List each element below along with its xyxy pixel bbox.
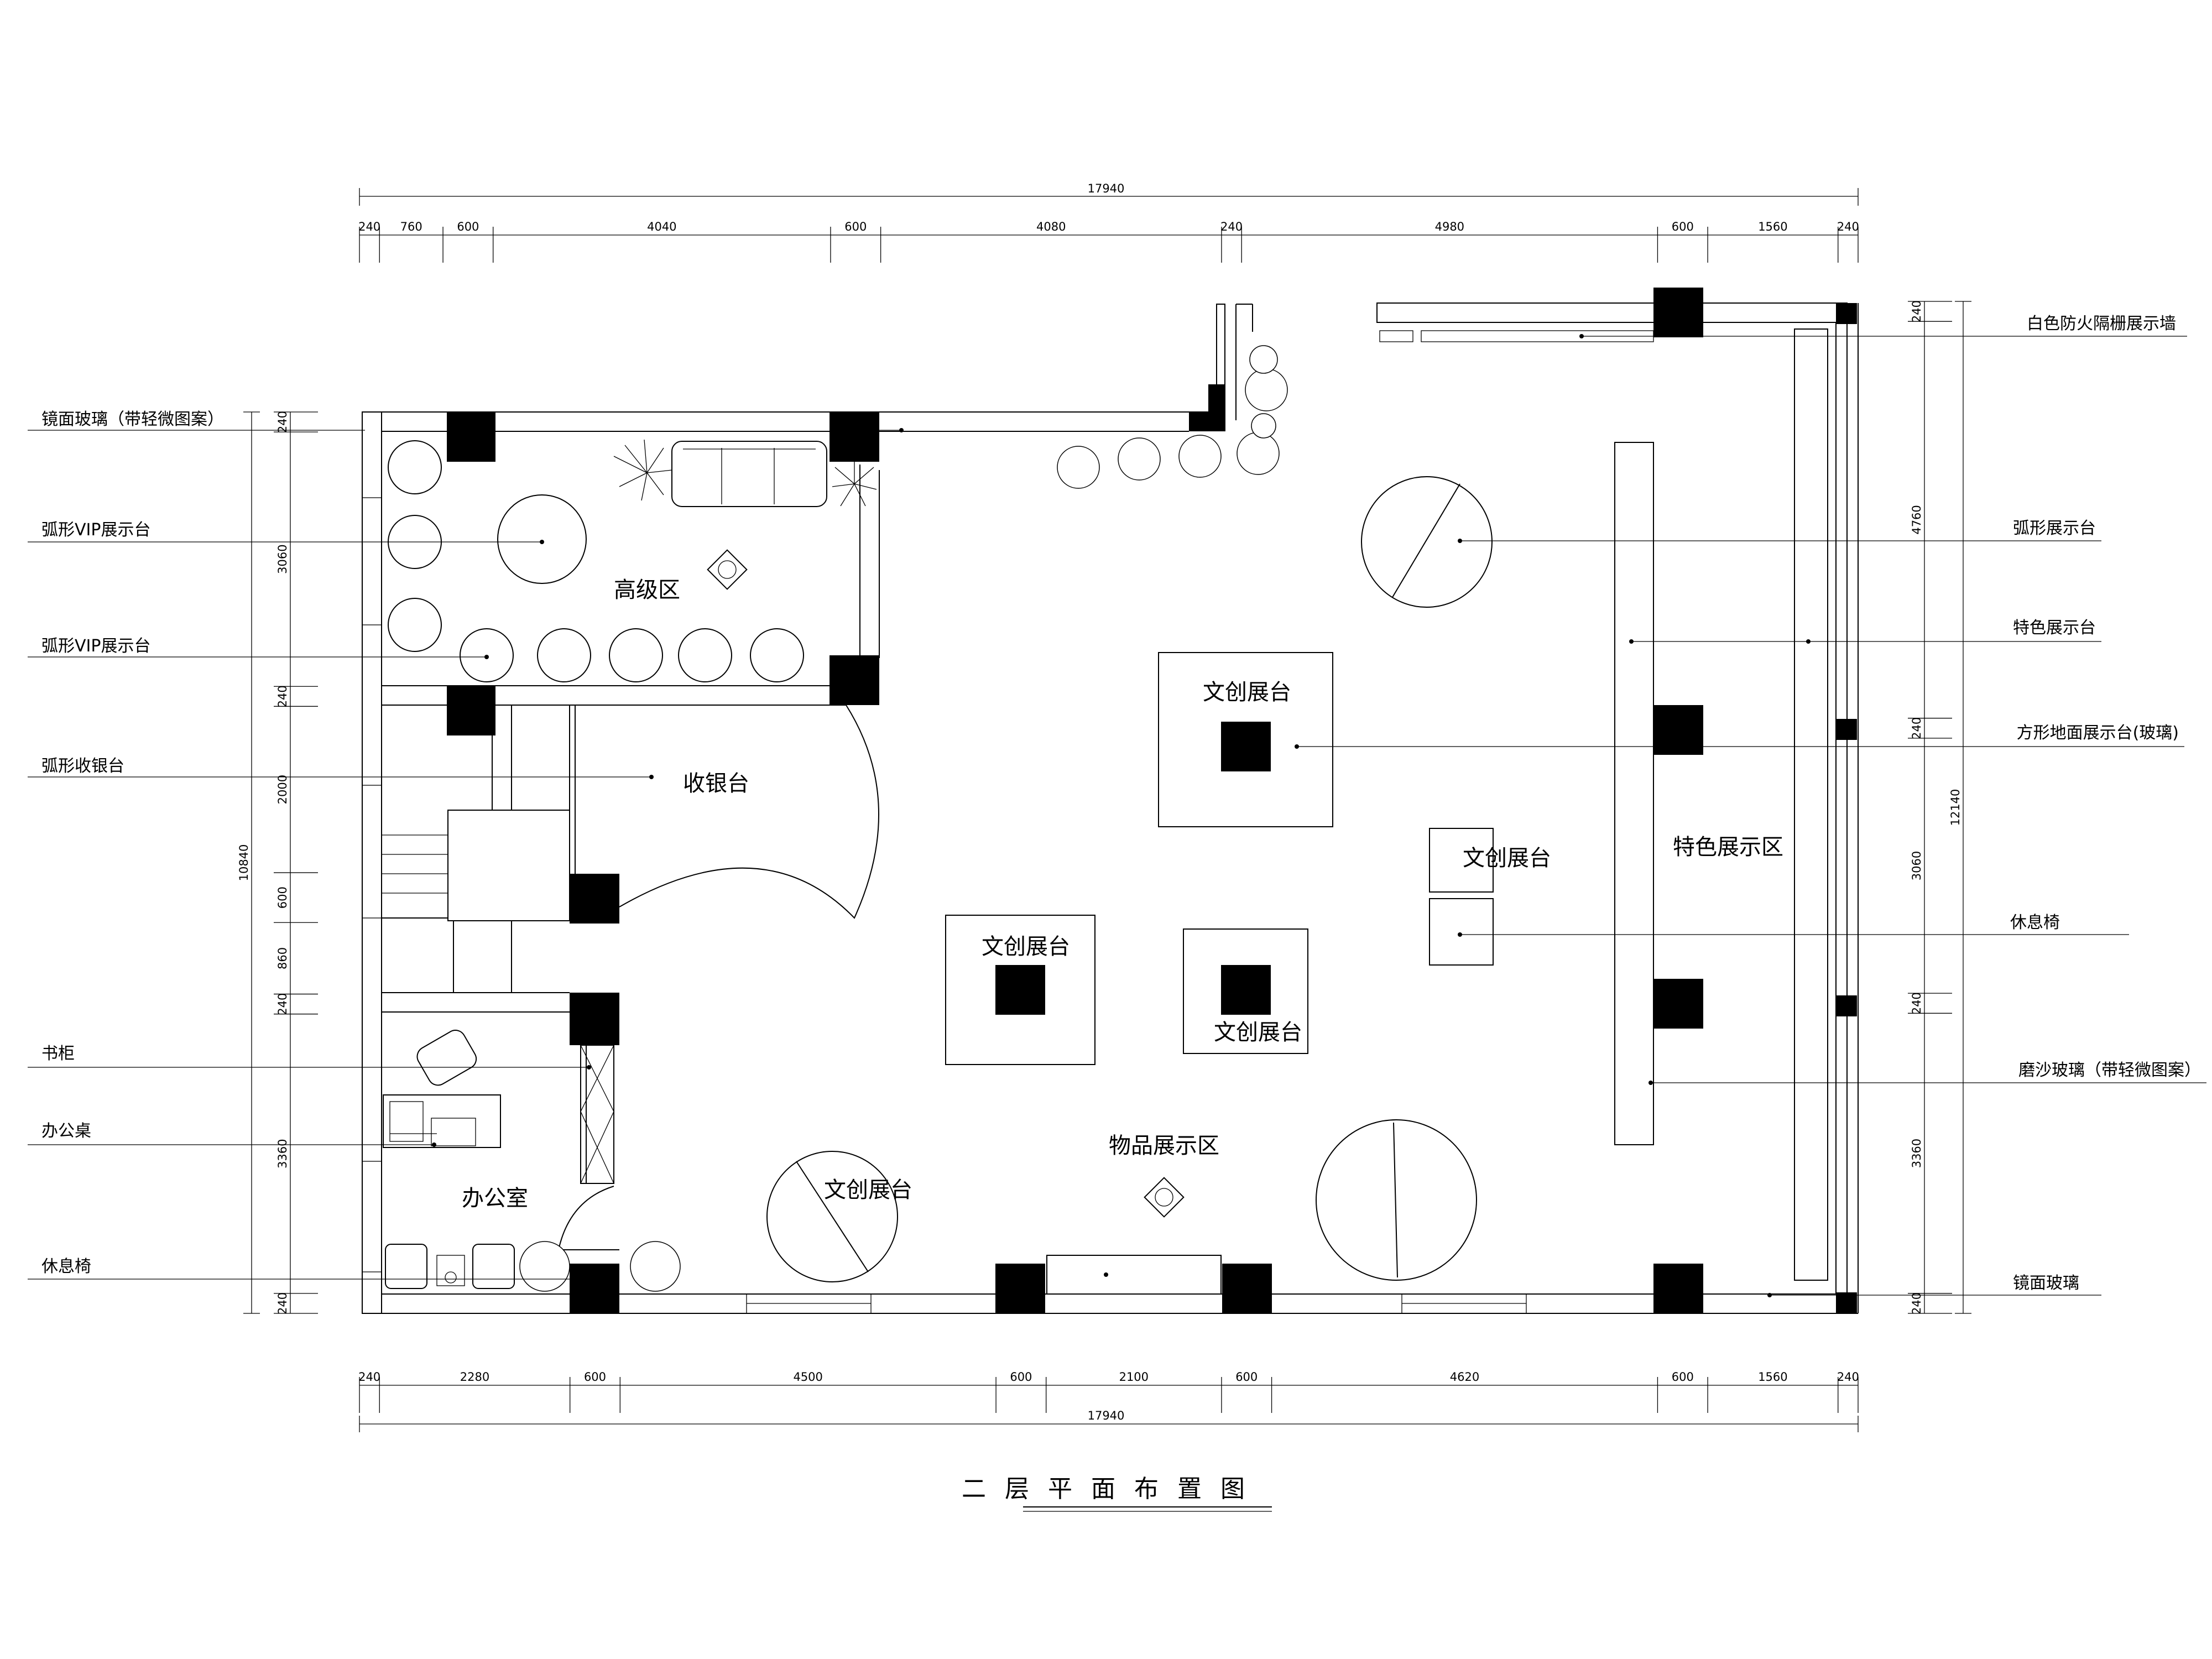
dim-right-overall: 12140 [1949, 789, 1962, 826]
dim-top-segment-label: 240 [1837, 220, 1859, 233]
bottom-dimensions: 240 2280 600 4500 600 2100 600 4620 600 1560 240 1… [358, 1370, 1859, 1432]
walls [362, 302, 1859, 1314]
callout-rest-chair-left: 休息椅 [41, 1257, 91, 1276]
dim-top-segment-label: 600 [844, 220, 867, 233]
dim-bottom-segment-label: 600 [1235, 1370, 1258, 1384]
premium-zone-furniture [388, 439, 877, 682]
callout-office-desk: 办公桌 [41, 1121, 91, 1141]
dim-left-segment-label: 860 [276, 947, 289, 969]
room-labels: 高级区 收银台 办公室 物品展示区 特色展示区 文创展台 文创展台 文创展台 文… [462, 577, 1783, 1211]
main-floor-displays [766, 442, 1654, 1295]
callout-feature-display: 特色展示台 [2013, 618, 2096, 638]
dim-right-segment-label: 3060 [1910, 851, 1923, 880]
room-feature-display-zone: 特色展示区 [1673, 834, 1783, 860]
creative-stand-label: 文创展台 [1203, 680, 1291, 705]
dim-bottom-segment-label: 600 [584, 1370, 606, 1384]
callout-arc-display: 弧形展示台 [2013, 519, 2096, 538]
drawing-title: 二 层 平 面 布 置 图 [962, 1475, 1272, 1512]
dim-right-segment-label: 240 [1910, 300, 1923, 322]
office-furniture [383, 1030, 515, 1289]
dim-top-segment-label: 600 [1672, 220, 1694, 233]
creative-stand-label: 文创展台 [1463, 846, 1551, 871]
room-office: 办公室 [462, 1186, 528, 1211]
diamond-ornament-icon [1144, 1177, 1185, 1218]
dim-left-segment-label: 600 [276, 886, 289, 909]
dim-bottom-segment-label: 600 [1010, 1370, 1032, 1384]
dim-top-overall: 17940 [1088, 182, 1125, 195]
callout-arc-vip-1: 弧形VIP展示台 [41, 520, 150, 540]
dim-top-segment-label: 4040 [647, 220, 676, 233]
callout-frosted-glass: 磨沙玻璃（带轻微图案） [2018, 1061, 2201, 1080]
dim-bottom-segment-label: 600 [1672, 1370, 1694, 1384]
dim-bottom-segment-label: 2100 [1119, 1370, 1149, 1384]
dim-bottom-segment-label: 2280 [460, 1370, 489, 1384]
callout-mirror-glass: 镜面玻璃 [2013, 1274, 2079, 1293]
callout-arc-cashier: 弧形收银台 [41, 757, 124, 776]
creative-stand-label: 文创展台 [824, 1177, 912, 1203]
dim-top-segment-label: 240 [358, 220, 380, 233]
diamond-ornament-icon [707, 549, 748, 590]
dim-left-segment-label: 3060 [276, 544, 289, 573]
right-callouts: 白色防火隔栅展示墙 弧形展示台 特色展示台 方形地面展示台(玻璃) 休息椅 磨沙… [1295, 314, 2206, 1297]
dim-bottom-segment-label: 1560 [1758, 1370, 1787, 1384]
dim-right-segment-label: 4760 [1910, 505, 1923, 534]
dim-top-segment-label: 1560 [1758, 220, 1787, 233]
dim-left-segment-label: 240 [276, 1292, 289, 1314]
dim-left-segment-label: 240 [276, 993, 289, 1015]
dim-right-segment-label: 3360 [1910, 1139, 1923, 1168]
palm-plant-icon [613, 439, 672, 501]
top-dimensions: 17940 240 760 600 4040 600 4080 240 4980 600 1560… [358, 182, 1859, 263]
right-dimensions: 240 4760 240 3060 240 3360 240 12140 [1908, 300, 1971, 1314]
callout-bookcase: 书柜 [41, 1044, 75, 1063]
dim-bottom-overall: 17940 [1088, 1409, 1125, 1422]
palm-plant-icon [832, 459, 877, 507]
dim-bottom-segment-label: 240 [1837, 1370, 1859, 1384]
room-goods-display-zone: 物品展示区 [1109, 1133, 1219, 1159]
dim-left-overall: 10840 [237, 844, 251, 881]
room-premium-zone: 高级区 [614, 577, 680, 603]
callout-mirror-glass-pattern: 镜面玻璃（带轻微图案） [41, 410, 224, 429]
callout-arc-vip-2: 弧形VIP展示台 [41, 637, 150, 656]
columns [447, 288, 1857, 1313]
dim-bottom-segment-label: 4620 [1450, 1370, 1479, 1384]
callout-fire-grille-wall: 白色防火隔栅展示墙 [2027, 314, 2176, 333]
dim-top-segment-label: 240 [1220, 220, 1243, 233]
dim-left-segment-label: 2000 [276, 775, 289, 804]
dim-bottom-segment-label: 4500 [793, 1370, 822, 1384]
dim-top-segment-label: 600 [457, 220, 479, 233]
dim-top-segment-label: 4980 [1435, 220, 1464, 233]
drawing-title-text: 二 层 平 面 布 置 图 [962, 1475, 1250, 1503]
dim-top-segment-label: 4080 [1036, 220, 1066, 233]
dim-left-segment-label: 3360 [276, 1139, 289, 1168]
callout-square-floor-display: 方形地面展示台(玻璃) [2017, 723, 2179, 743]
dim-right-segment-label: 240 [1910, 1292, 1923, 1314]
left-callouts: 镜面玻璃（带轻微图案） 弧形VIP展示台 弧形VIP展示台 弧形收银台 书柜 办… [28, 410, 654, 1280]
left-dimensions: 10840 240 3060 240 2000 600 860 240 3360 240 [237, 411, 318, 1314]
creative-stand-label: 文创展台 [982, 934, 1070, 959]
callout-rest-chair-right: 休息椅 [2010, 913, 2060, 932]
dim-top-segment-label: 760 [400, 220, 422, 233]
dim-bottom-segment-label: 240 [358, 1370, 380, 1384]
dim-left-segment-label: 240 [276, 685, 289, 707]
dim-right-segment-label: 240 [1910, 717, 1923, 739]
creative-stand-label: 文创展台 [1214, 1020, 1302, 1045]
room-cashier: 收银台 [683, 771, 749, 796]
dim-right-segment-label: 240 [1910, 992, 1923, 1014]
dim-left-segment-label: 240 [276, 411, 289, 433]
